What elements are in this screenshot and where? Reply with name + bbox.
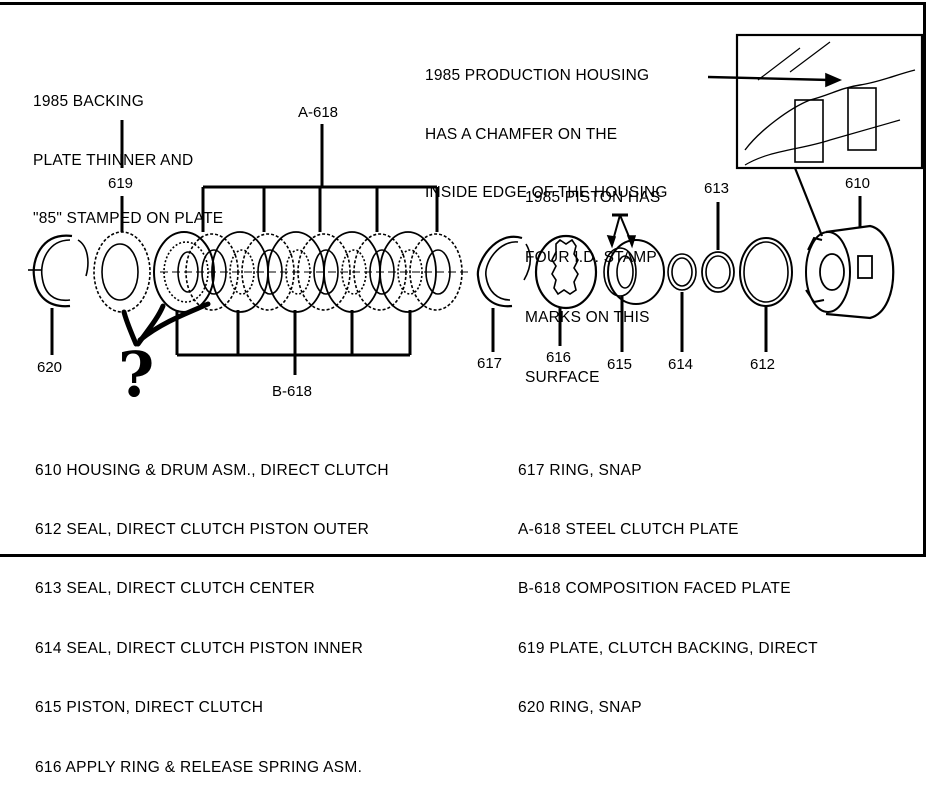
part-614-seal — [667, 253, 697, 352]
note-line: INSIDE EDGE OF THE HOUSING — [425, 184, 668, 201]
callout-610: 610 — [845, 175, 871, 192]
note-line: PLATE THINNER AND — [33, 151, 194, 169]
part-616-apply-ring — [534, 234, 598, 346]
legend-item: A-618 STEEL CLUTCH PLATE — [518, 520, 739, 538]
legend-item: 612 SEAL, DIRECT CLUTCH PISTON OUTER — [35, 520, 370, 538]
note-line: "85" STAMPED ON PLATE — [33, 210, 224, 227]
callout-619: 619 — [108, 175, 134, 192]
callout-b618: B-618 — [272, 383, 313, 400]
legend-item: 620 RING, SNAP — [518, 699, 642, 717]
legend-item: 613 SEAL, DIRECT CLUTCH CENTER — [35, 580, 316, 598]
part-612-seal — [739, 237, 793, 352]
legend-item: 610 HOUSING & DRUM ASM., DIRECT CLUTCH — [35, 461, 389, 479]
part-613-seal — [701, 202, 735, 293]
legend-item: 616 APPLY RING & RELEASE SPRING ASM. — [35, 758, 363, 776]
callout-a618: A-618 — [298, 104, 339, 121]
note-line: 1985 BACKING — [33, 93, 144, 110]
exploded-view-drawing — [28, 33, 924, 375]
question-mark-annotation: ? — [118, 338, 155, 411]
legend-item: B-618 COMPOSITION FACED PLATE — [518, 580, 791, 598]
part-615-piston — [603, 213, 665, 352]
note-line: FOUR I.D. STAMP — [525, 249, 657, 266]
frame-top-border — [0, 2, 926, 5]
part-617-snap-ring — [476, 235, 532, 352]
housing-chamfer-inset — [707, 33, 924, 170]
callout-617: 617 — [477, 355, 503, 372]
note-backing-plate: 1985 BACKING PLATE THINNER AND "85" STAM… — [33, 53, 223, 248]
frame-right-border — [923, 2, 926, 556]
note-line: 1985 PRODUCTION HOUSING — [425, 67, 650, 84]
a618-leader-bracket — [201, 124, 439, 232]
legend-item: 617 RING, SNAP — [518, 461, 642, 479]
handwritten-annotation — [121, 301, 211, 347]
part-619-backing-plate — [93, 120, 151, 313]
part-610-housing — [793, 167, 895, 320]
note-line: HAS A CHAMFER ON THE — [425, 125, 618, 143]
note-line: MARKS ON THIS — [525, 309, 650, 326]
note-line: 1985 PISTON HAS — [525, 189, 661, 206]
callout-620: 620 — [37, 359, 63, 376]
callout-614: 614 — [668, 356, 694, 373]
legend-item: 615 PISTON, DIRECT CLUTCH — [35, 699, 264, 717]
callout-615: 615 — [607, 356, 633, 373]
frame-bottom-border — [0, 554, 926, 557]
b618-leader-bracket — [175, 310, 412, 375]
clutch-plate-stack — [153, 231, 468, 313]
legend-item: 619 PLATE, CLUTCH BACKING, DIRECT — [518, 639, 818, 657]
note-piston: 1985 PISTON HAS FOUR I.D. STAMP MARKS ON… — [525, 148, 660, 408]
legend-right-column: 617 RING, SNAP A-618 STEEL CLUTCH PLATE … — [518, 421, 818, 738]
note-line: SURFACE — [525, 369, 600, 386]
note-production-housing: 1985 PRODUCTION HOUSING HAS A CHAMFER ON… — [425, 27, 668, 222]
callout-612: 612 — [750, 356, 776, 373]
part-620-snap-ring — [28, 234, 89, 355]
legend-item: 614 SEAL, DIRECT CLUTCH PISTON INNER — [35, 639, 364, 657]
callout-613: 613 — [704, 180, 730, 197]
legend-left-column: 610 HOUSING & DRUM ASM., DIRECT CLUTCH 6… — [35, 421, 389, 797]
callout-616: 616 — [546, 349, 572, 366]
